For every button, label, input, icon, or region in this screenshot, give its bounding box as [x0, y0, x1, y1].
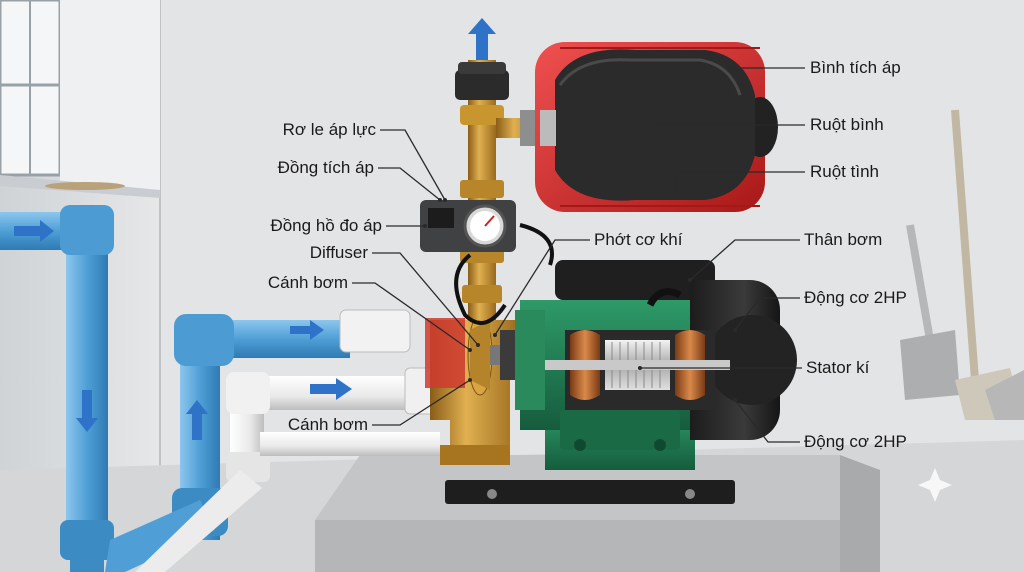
label-phot-co-khi: Phớt cơ khí: [594, 230, 683, 249]
leader-lines: [352, 67, 805, 443]
motor: [445, 260, 797, 504]
label-dong-ho-do-ap: Đồng hồ đo áp: [270, 216, 382, 235]
pressure-tank: [535, 42, 778, 212]
concrete-stand: [315, 455, 880, 572]
label-dong-co-bottom: Động cơ 2HP: [804, 432, 907, 451]
label-canh-bom-bottom: Cánh bơm: [287, 415, 368, 434]
garden-tools: [900, 109, 1024, 420]
label-than-bom: Thân bơm: [804, 230, 883, 249]
label-canh-bom-top: Cánh bơm: [267, 273, 348, 292]
label-ruot-tinh: Ruột tình: [810, 162, 879, 181]
label-stator-ki: Stator kí: [806, 358, 870, 377]
label-binh-tich-ap: Bình tích áp: [810, 58, 901, 77]
pump-housing: [425, 310, 545, 465]
label-ruot-binh: Ruột bình: [810, 115, 884, 134]
leader-dots: [423, 66, 737, 402]
pressure-switch: [420, 200, 516, 252]
label-ro-le-ap-luc: Rơ le áp lực: [282, 120, 376, 139]
label-diffuser: Diffuser: [309, 243, 368, 262]
label-dong-co-top: Động cơ 2HP: [804, 288, 907, 307]
label-dong-tich-ap: Đồng tích áp: [277, 158, 374, 177]
window: [0, 0, 160, 198]
